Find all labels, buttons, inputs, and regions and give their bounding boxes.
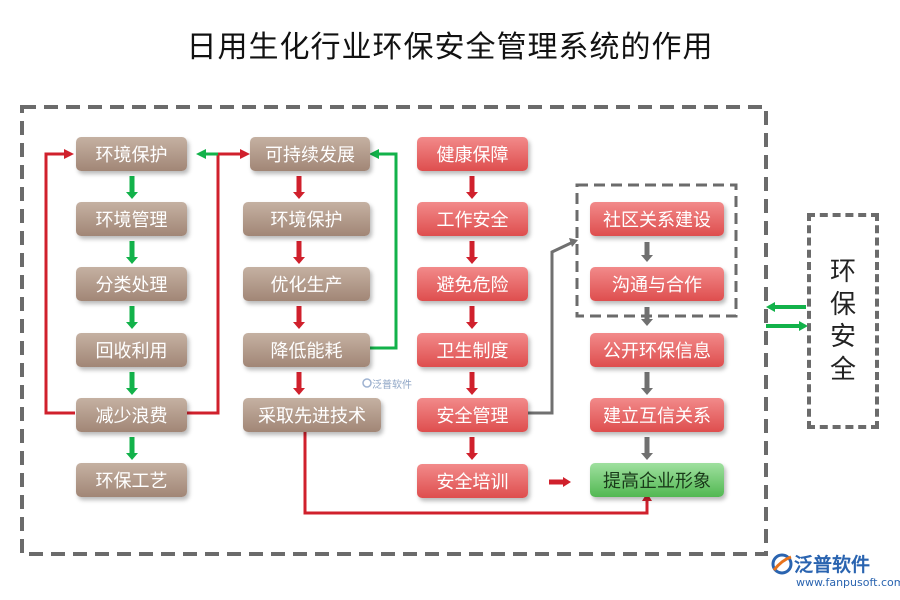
col4-arrows <box>641 242 653 460</box>
node-public-info: 公开环保信息 <box>590 333 724 367</box>
community-frame <box>575 183 738 318</box>
loop-mid-red <box>187 152 241 415</box>
col3-arrows <box>466 176 478 460</box>
watermark-icon <box>362 378 372 388</box>
env-safety-char: 全 <box>829 354 856 385</box>
env-safety-box: 环 保 安 全 <box>807 213 879 429</box>
node-communication: 沟通与合作 <box>590 267 724 301</box>
node-classification: 分类处理 <box>76 267 187 301</box>
loop-right-green <box>370 152 398 350</box>
node-avoid-danger: 避免危险 <box>417 267 528 301</box>
node-env-management: 环境管理 <box>76 202 187 236</box>
node-community: 社区关系建设 <box>590 202 724 236</box>
node-reduce-energy: 降低能耗 <box>243 333 370 367</box>
logo-icon <box>771 553 793 575</box>
page-title: 日用生化行业环保安全管理系统的作用 <box>186 30 714 65</box>
col1-arrows <box>126 176 138 460</box>
node-env-protection-2: 环境保护 <box>243 202 370 236</box>
node-mutual-trust: 建立互信关系 <box>590 398 724 432</box>
logo-name: 泛普软件 <box>794 554 871 576</box>
node-optimize-production: 优化生产 <box>243 267 370 301</box>
main-frame <box>20 105 768 556</box>
logo-url: www.fanpusoft.com <box>796 576 900 589</box>
node-hygiene: 卫生制度 <box>417 333 528 367</box>
node-sustainable-dev: 可持续发展 <box>250 137 370 171</box>
node-reduce-waste: 减少浪费 <box>76 398 187 432</box>
node-safety-training: 安全培训 <box>417 464 528 498</box>
env-safety-char: 安 <box>829 322 856 352</box>
node-work-safety: 工作安全 <box>417 202 528 236</box>
col2-arrows <box>293 176 305 395</box>
env-safety-char: 环 <box>829 257 856 287</box>
node-advanced-tech: 采取先进技术 <box>243 398 381 432</box>
loop-left-red <box>44 152 75 415</box>
watermark: 泛普软件 <box>372 380 412 391</box>
node-corporate-image: 提高企业形象 <box>590 463 724 497</box>
env-safety-char: 保 <box>829 289 856 320</box>
node-health: 健康保障 <box>417 137 528 171</box>
node-env-protection: 环境保护 <box>76 137 187 171</box>
link-tech-image <box>303 431 649 515</box>
node-recycling: 回收利用 <box>76 333 187 367</box>
node-safety-management: 安全管理 <box>417 398 528 432</box>
side-double-arrow <box>766 302 808 331</box>
node-eco-process: 环保工艺 <box>76 463 187 497</box>
link-safety-community <box>528 241 572 415</box>
brand-logo: 泛普软件 www.fanpusoft.com <box>768 548 900 598</box>
